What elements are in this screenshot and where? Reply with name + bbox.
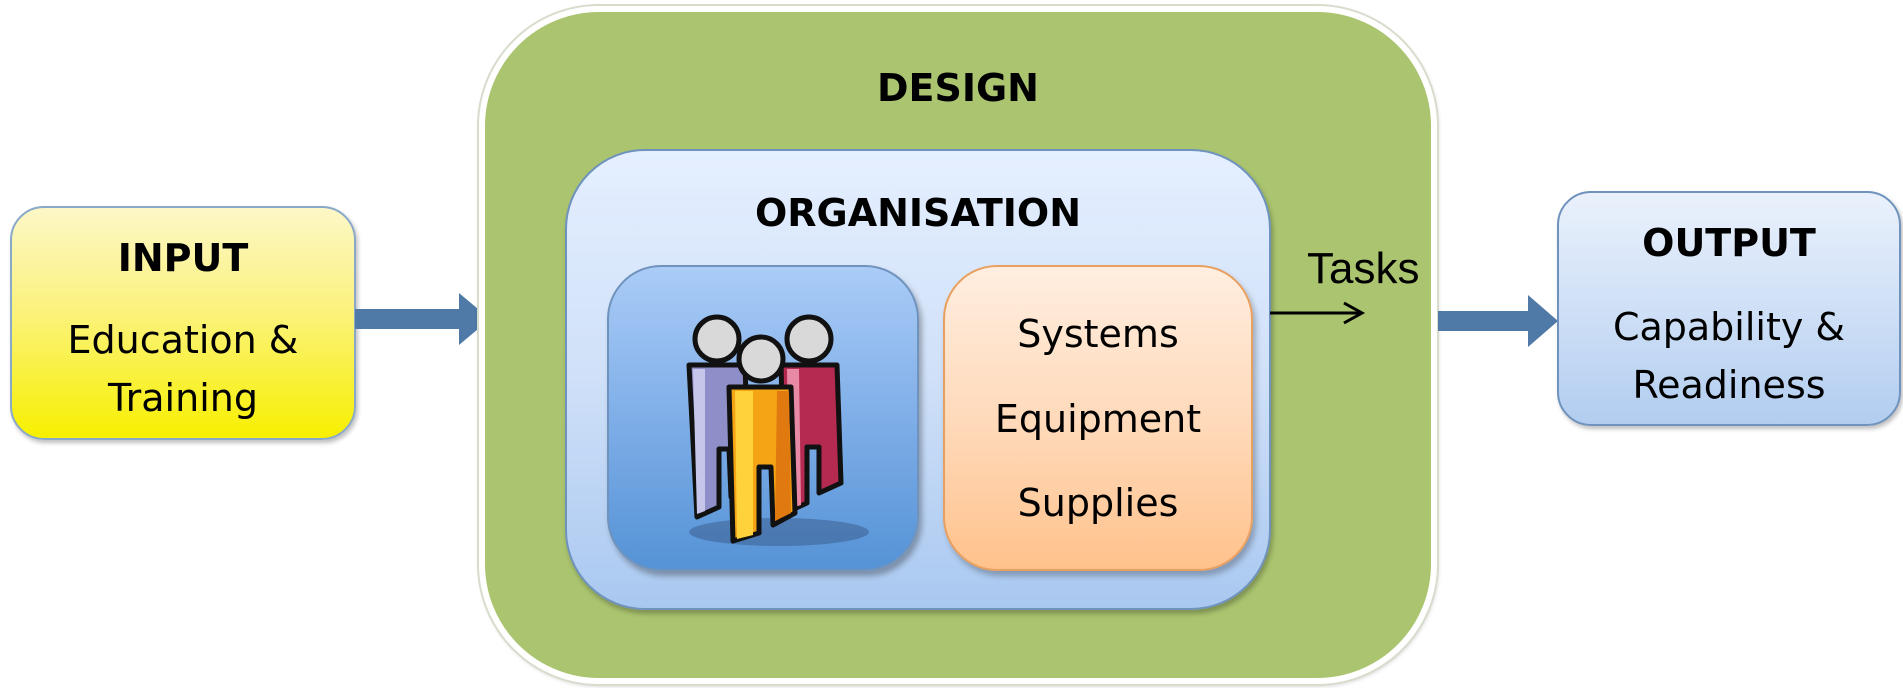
supplies-label: Supplies	[1017, 481, 1179, 525]
tasks-label: Tasks	[1307, 244, 1420, 293]
thin-arrow-right-icon	[1270, 301, 1366, 325]
systems-label: Systems	[1017, 312, 1179, 356]
arrow-right-icon	[355, 293, 490, 345]
input-text-line-2: Training	[108, 376, 258, 420]
output-text-line-2: Readiness	[1632, 363, 1826, 407]
equipment-label: Equipment	[994, 397, 1202, 441]
input-text-line-1: Education &	[67, 318, 299, 362]
output-box: OUTPUT Capability & Readiness	[1557, 191, 1901, 426]
design-title: DESIGN	[876, 66, 1039, 110]
output-text-line-1: Capability &	[1612, 305, 1846, 349]
people-group-icon	[686, 314, 869, 546]
output-title: OUTPUT	[1642, 221, 1816, 265]
arrow-right-icon	[1438, 295, 1558, 347]
systems-tile: Systems Equipment Supplies	[943, 265, 1253, 571]
organisation-title: ORGANISATION	[754, 191, 1082, 235]
input-title: INPUT	[117, 236, 249, 280]
people-tile	[607, 265, 919, 571]
input-box: INPUT Education & Training	[10, 206, 356, 440]
